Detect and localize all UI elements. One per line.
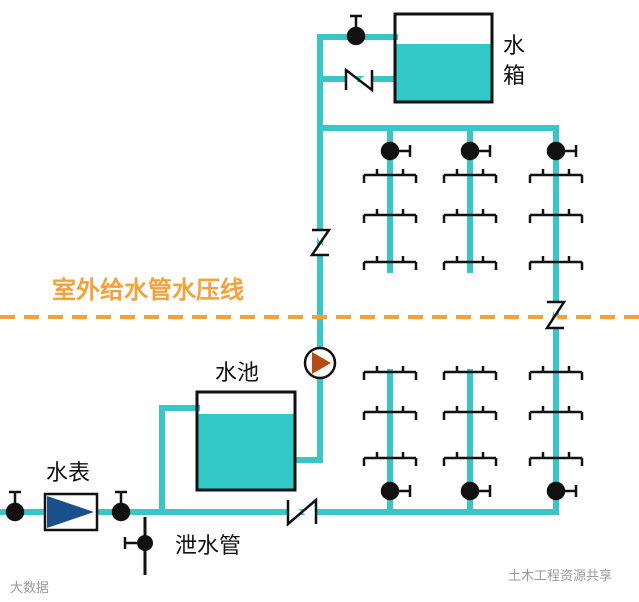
meter-label: 水表: [46, 461, 90, 486]
faucet-icon: [442, 406, 470, 420]
faucet-icon: [442, 209, 470, 223]
faucet-icon: [362, 169, 390, 183]
watermark-left: 大数据: [10, 581, 49, 596]
faucet-icon: [362, 209, 390, 223]
lower-riser-2-valve-icon: [460, 481, 492, 501]
faucet-icon: [362, 406, 390, 420]
faucet-icon: [528, 452, 556, 466]
gate-valves: [5, 14, 578, 522]
faucet-icon: [390, 169, 418, 183]
watermark-right: 土木工程资源共享: [508, 568, 612, 584]
faucet-icon: [442, 452, 470, 466]
faucet-icon: [470, 209, 498, 223]
drain-pipe: [123, 517, 153, 575]
check-valves: [286, 67, 567, 527]
faucet-icon: [390, 209, 418, 223]
drain-label: 泄水管: [175, 534, 241, 559]
pool-label: 水池: [215, 361, 259, 386]
pump-icon: [303, 346, 337, 380]
riser-check-valve-icon: [309, 228, 332, 257]
tank-outlet-check-valve-icon: [344, 67, 374, 93]
faucet-icon: [362, 366, 390, 380]
faucet-icon: [556, 406, 584, 420]
upper-riser-2-valve-icon: [460, 141, 492, 161]
faucet-icon: [556, 209, 584, 223]
water-pool: [195, 390, 297, 492]
faucet-icon: [390, 452, 418, 466]
lower-riser-3-valve-icon: [546, 481, 578, 501]
faucet-icon: [390, 256, 418, 270]
faucet-icon: [556, 366, 584, 380]
faucet-icon: [390, 406, 418, 420]
water-meter-icon: [43, 492, 99, 532]
pressure-line-label: 室外给水管水压线: [52, 276, 244, 304]
tank-label-line2: 箱: [503, 64, 525, 89]
right-riser-check-valve-icon: [544, 300, 567, 330]
faucet-icon: [362, 452, 390, 466]
tank-inlet-valve-icon: [346, 14, 366, 46]
faucet-groups: [362, 169, 584, 466]
faucet-icon: [362, 256, 390, 270]
faucet-icon: [442, 256, 470, 270]
faucet-icon: [470, 406, 498, 420]
upper-riser-3-valve-icon: [546, 141, 578, 161]
faucet-icon: [390, 366, 418, 380]
faucet-icon: [470, 169, 498, 183]
faucet-icon: [442, 366, 470, 380]
faucet-icon: [470, 452, 498, 466]
faucet-icon: [556, 169, 584, 183]
faucet-icon: [470, 256, 498, 270]
lower-riser-1-valve-icon: [380, 481, 412, 501]
main-check-valve-icon: [286, 497, 318, 527]
inlet-valve-icon: [5, 490, 25, 522]
faucet-icon: [528, 256, 556, 270]
faucet-icon: [528, 366, 556, 380]
roof-water-tank: [393, 12, 494, 104]
faucet-icon: [470, 366, 498, 380]
meter-outlet-valve-icon: [111, 490, 131, 522]
faucet-icon: [556, 452, 584, 466]
faucet-icon: [442, 169, 470, 183]
faucet-icon: [528, 406, 556, 420]
faucet-icon: [528, 169, 556, 183]
faucet-icon: [556, 256, 584, 270]
upper-riser-1-valve-icon: [380, 141, 412, 161]
tank-label-line1: 水: [503, 34, 525, 59]
faucet-icon: [528, 209, 556, 223]
